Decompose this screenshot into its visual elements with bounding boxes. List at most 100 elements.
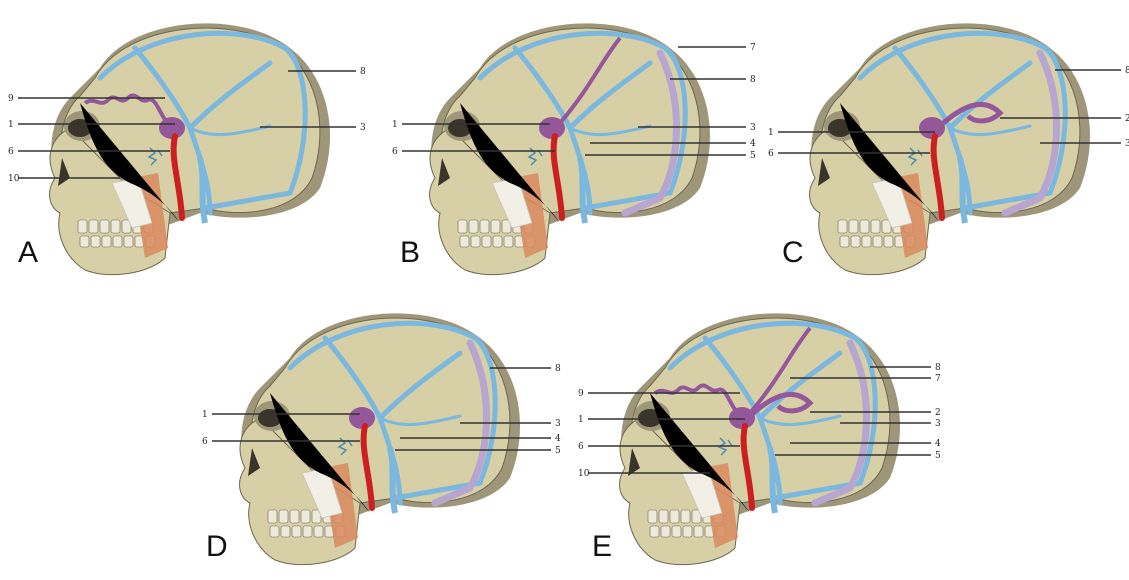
- label-number: 6: [578, 442, 584, 452]
- tooth: [270, 526, 279, 537]
- label-number: 9: [578, 389, 584, 399]
- tooth: [672, 526, 681, 537]
- label-number: 5: [935, 451, 941, 461]
- skull-illustration-b: 1678345: [380, 0, 750, 290]
- tooth: [301, 510, 310, 523]
- jugular-vein: [960, 158, 965, 223]
- label-number: 2: [1125, 114, 1129, 124]
- tooth: [838, 220, 847, 233]
- label-number: 8: [1125, 66, 1129, 76]
- label-number: 4: [555, 434, 561, 444]
- tooth: [268, 510, 277, 523]
- label-number: 10: [8, 174, 20, 184]
- label-number: 7: [750, 43, 756, 53]
- tooth: [661, 526, 670, 537]
- label-number: 3: [750, 123, 756, 133]
- tooth: [504, 236, 513, 247]
- label-number: 5: [750, 151, 756, 161]
- tooth: [89, 220, 98, 233]
- tooth: [124, 236, 133, 247]
- label-number: 2: [935, 408, 941, 418]
- tooth: [670, 510, 679, 523]
- skull-illustration-c: 1 6 8 2 3: [760, 0, 1129, 290]
- skull-illustration-e: 9 1 6 10 87 23 4 5: [570, 290, 940, 580]
- panel-letter: B: [400, 238, 420, 268]
- jugular-vein: [770, 448, 775, 513]
- tooth: [860, 220, 869, 233]
- label-number: 3: [555, 419, 561, 429]
- skull: [620, 313, 900, 564]
- label-number: 7: [935, 374, 941, 384]
- label-number: 8: [555, 364, 561, 374]
- label-number: 1: [202, 410, 208, 420]
- panel-c: 1 6 8 2 3 C: [760, 0, 1129, 290]
- skull: [50, 23, 330, 274]
- tooth: [78, 220, 87, 233]
- panel-letter: C: [782, 238, 804, 268]
- label-number: 3: [1125, 139, 1129, 149]
- label-number: 5: [555, 446, 561, 456]
- tooth: [314, 526, 323, 537]
- tooth: [681, 510, 690, 523]
- skull: [430, 23, 710, 274]
- label-number: 6: [8, 147, 14, 157]
- tooth: [80, 236, 89, 247]
- tooth: [102, 236, 111, 247]
- tooth: [862, 236, 871, 247]
- tooth: [482, 236, 491, 247]
- tooth: [659, 510, 668, 523]
- label-number: 9: [8, 94, 14, 104]
- jugular-vein: [200, 158, 205, 223]
- label-number: 3: [360, 123, 366, 133]
- jugular-vein: [390, 448, 395, 513]
- tooth: [471, 236, 480, 247]
- panel-d: 1 6 8 3 4 5 D: [190, 290, 560, 580]
- label-number: 3: [935, 419, 941, 429]
- tooth: [290, 510, 299, 523]
- tooth: [840, 236, 849, 247]
- tooth: [493, 236, 502, 247]
- label-number: 6: [202, 437, 208, 447]
- panel-e: 9 1 6 10 87 23 4 5 E: [570, 290, 940, 580]
- panel-letter: E: [592, 532, 612, 562]
- label-number: 8: [750, 75, 756, 85]
- label-number: 6: [768, 149, 774, 159]
- tooth: [303, 526, 312, 537]
- tooth: [100, 220, 109, 233]
- tooth: [113, 236, 122, 247]
- label-number: 1: [8, 120, 14, 130]
- jugular-vein: [580, 158, 585, 223]
- tooth: [281, 526, 290, 537]
- panel-a: 9 1 6 10 8 3 A: [0, 0, 370, 290]
- tooth: [480, 220, 489, 233]
- tooth: [849, 220, 858, 233]
- tooth: [694, 526, 703, 537]
- label-number: 1: [768, 128, 774, 138]
- tooth: [851, 236, 860, 247]
- tooth: [460, 236, 469, 247]
- tooth: [279, 510, 288, 523]
- panel-letter: D: [206, 532, 228, 562]
- label-number: 8: [360, 67, 366, 77]
- tooth: [884, 236, 893, 247]
- label-number: 1: [392, 120, 398, 130]
- skull-illustration-d: 1 6 8 3 4 5: [190, 290, 560, 580]
- label-number: 10: [578, 469, 590, 479]
- panel-letter: A: [18, 238, 38, 268]
- tooth: [871, 220, 880, 233]
- label-number: 1: [578, 415, 584, 425]
- skull: [810, 23, 1090, 274]
- tooth: [469, 220, 478, 233]
- tooth: [491, 220, 500, 233]
- tooth: [292, 526, 301, 537]
- label-number: 8: [935, 363, 941, 373]
- panel-b: 1678345 B: [380, 0, 750, 290]
- tooth: [111, 220, 120, 233]
- label-number: 4: [935, 439, 941, 449]
- tooth: [650, 526, 659, 537]
- tooth: [683, 526, 692, 537]
- skull: [240, 313, 520, 564]
- tooth: [648, 510, 657, 523]
- tooth: [873, 236, 882, 247]
- tooth: [458, 220, 467, 233]
